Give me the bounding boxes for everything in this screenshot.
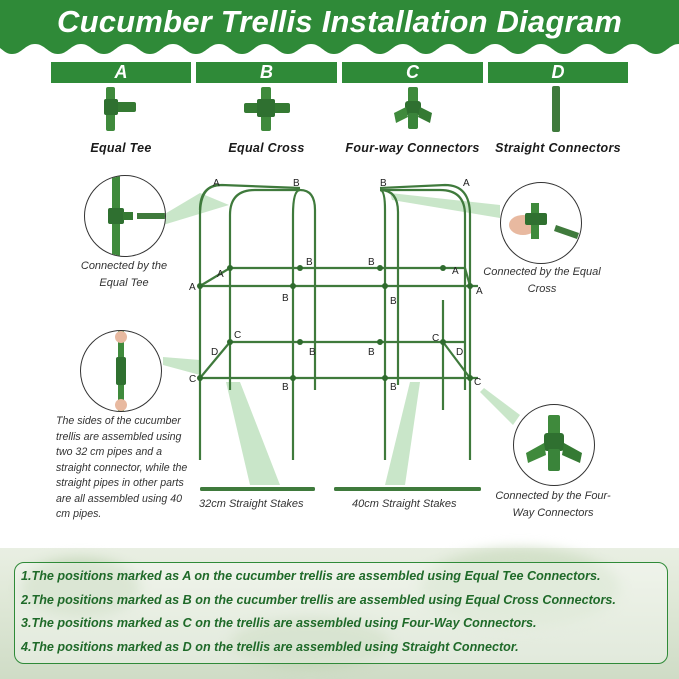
equal-cross-icon xyxy=(244,87,290,131)
header-banner: Cucumber Trellis Installation Diagram xyxy=(0,0,679,60)
component-a-label: A xyxy=(51,62,191,83)
four-way-callout-beam xyxy=(480,388,520,425)
tee-detail-circle xyxy=(84,175,166,257)
frame-label: D xyxy=(456,347,463,358)
notes-box: 1.The positions marked as A on the cucum… xyxy=(14,562,668,664)
frame-label: B xyxy=(380,178,387,189)
equal-tee-detail-icon xyxy=(108,176,165,256)
frame-label: A xyxy=(476,286,483,297)
frame-label: B xyxy=(293,178,300,189)
frame-label: B xyxy=(368,257,375,268)
equal-tee-name: Equal Tee xyxy=(90,141,152,155)
long-stake xyxy=(334,487,481,491)
four-way-detail-circle xyxy=(513,404,595,486)
long-stake-beam xyxy=(385,382,420,485)
component-d-label: D xyxy=(488,62,628,83)
frame-labels: A B B A A B B A A B B A C C D D B B C B … xyxy=(189,178,483,393)
frame-label: C xyxy=(189,374,196,385)
frame-label: A xyxy=(217,269,224,280)
side-callout-beam xyxy=(163,357,200,375)
tee-callout-beam xyxy=(163,193,229,225)
frame-label: A xyxy=(213,178,220,189)
cross-caption: Connected by the Equal Cross xyxy=(483,266,601,295)
frame-label: B xyxy=(306,257,313,268)
equal-tee-icon xyxy=(104,87,136,131)
tee-caption: Connected by the Equal Tee xyxy=(80,260,168,289)
header-wave-shape xyxy=(0,0,679,54)
side-detail-circle xyxy=(80,330,162,412)
equal-cross-detail-icon xyxy=(509,203,579,239)
four-way-connector-icon xyxy=(394,87,432,129)
frame-label: C xyxy=(234,330,241,341)
note-3: 3.The positions marked as C on the trell… xyxy=(21,616,537,630)
trellis-joints xyxy=(197,265,473,381)
cross-callout-beam xyxy=(390,193,500,218)
short-stake-beam xyxy=(226,382,280,485)
frame-label: A xyxy=(189,282,196,293)
straight-connector-icon xyxy=(552,86,560,132)
trellis-diagram: A B B A A B B A A B B A C C D D B B C B … xyxy=(163,178,520,491)
component-c-label: C xyxy=(342,62,483,83)
frame-label: C xyxy=(474,377,481,388)
bg-blob xyxy=(20,558,140,618)
short-stake xyxy=(200,487,315,491)
frame-label: A xyxy=(463,178,470,189)
long-stake-label: 40cm Straight Stakes xyxy=(352,498,457,510)
frame-label: B xyxy=(390,382,397,393)
frame-label: B xyxy=(368,347,375,358)
straight-connectors-name: Straight Connectors xyxy=(495,141,621,155)
note-1: 1.The positions marked as A on the cucum… xyxy=(21,569,601,583)
frame-label: D xyxy=(211,347,218,358)
equal-cross-name: Equal Cross xyxy=(228,141,305,155)
bg-blob xyxy=(420,548,620,628)
note-2: 2.The positions marked as B on the cucum… xyxy=(21,593,616,607)
four-way-detail-icon xyxy=(526,415,582,471)
page-title: Cucumber Trellis Installation Diagram xyxy=(57,4,622,39)
side-description: The sides of the cucumber trellis are as… xyxy=(56,415,188,520)
frame-label: B xyxy=(282,382,289,393)
short-stake-label: 32cm Straight Stakes xyxy=(199,498,304,510)
four-way-connectors-name: Four-way Connectors xyxy=(345,141,480,155)
bg-blob xyxy=(230,618,390,668)
note-4: 4.The positions marked as D on the trell… xyxy=(21,640,519,654)
frame-label: B xyxy=(282,293,289,304)
notes-background xyxy=(0,548,679,679)
straight-connector-detail-icon xyxy=(115,331,127,411)
frame-label: A xyxy=(452,266,459,277)
cross-detail-circle xyxy=(500,182,582,264)
component-b-label: B xyxy=(196,62,337,83)
frame-label: B xyxy=(309,347,316,358)
frame-label: B xyxy=(390,296,397,307)
frame-label: C xyxy=(432,333,439,344)
trellis-frame xyxy=(198,183,478,460)
four-way-caption: Connected by the Four-Way Connectors xyxy=(495,490,611,519)
